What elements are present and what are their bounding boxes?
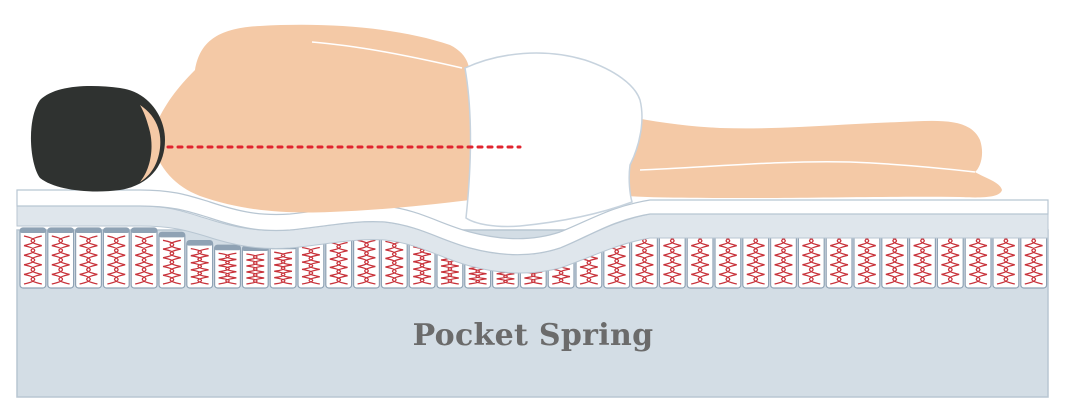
spring-column xyxy=(214,244,242,289)
spring-coil xyxy=(635,235,654,285)
spring-coil xyxy=(663,235,682,285)
spring-cap xyxy=(214,245,241,251)
spring-coil xyxy=(1024,235,1043,285)
spring-coil xyxy=(969,235,988,285)
spring-coil xyxy=(385,240,404,285)
spring-coil xyxy=(79,235,98,285)
spring-coil xyxy=(329,241,348,285)
spring-coil xyxy=(274,251,293,285)
spring-coil xyxy=(413,246,432,285)
spring-cap xyxy=(103,228,130,233)
spring-coil xyxy=(830,235,849,285)
person-torso xyxy=(150,24,470,213)
spring-column xyxy=(825,227,853,289)
person-underwear xyxy=(464,52,643,228)
spring-coil xyxy=(857,235,876,285)
mattress-top-layer xyxy=(16,189,1049,256)
spring-coil xyxy=(746,235,765,285)
shoulder-outline xyxy=(311,41,463,69)
spring-coil xyxy=(23,235,42,285)
spring-pocket xyxy=(269,243,297,289)
spring-cap xyxy=(47,228,74,233)
spring-cap xyxy=(186,240,213,246)
spring-coil xyxy=(135,235,154,285)
spring-coil xyxy=(941,235,960,285)
spring-column xyxy=(241,245,269,289)
sleeping-person xyxy=(30,24,1002,228)
spring-pocket xyxy=(214,244,242,289)
spring-coil xyxy=(691,235,710,285)
spring-coil xyxy=(246,253,265,285)
person-leg xyxy=(600,110,1002,198)
spring-cap xyxy=(131,228,157,233)
person-face xyxy=(140,105,161,182)
spring-coil xyxy=(190,247,209,285)
spring-column xyxy=(269,243,297,289)
spring-column xyxy=(47,227,75,289)
spring-cap xyxy=(159,232,185,238)
spring-coil xyxy=(162,239,181,285)
spring-coil xyxy=(802,235,821,285)
spring-column xyxy=(186,240,214,289)
spring-coil xyxy=(218,252,237,285)
spring-cap xyxy=(75,228,102,233)
spring-coil xyxy=(51,235,70,285)
spring-coil xyxy=(885,235,904,285)
spring-cap xyxy=(20,228,46,233)
spring-coil xyxy=(996,235,1015,285)
spring-column xyxy=(130,227,158,289)
spring-coil xyxy=(357,239,376,285)
leg-outline xyxy=(639,160,976,173)
mattress-type-label: Pocket Spring xyxy=(412,318,654,353)
spring-column xyxy=(158,231,186,289)
person-head xyxy=(30,85,166,192)
spring-coil xyxy=(913,235,932,285)
spring-column xyxy=(19,227,47,289)
spring-coil xyxy=(774,235,793,285)
spring-coil xyxy=(718,235,737,285)
spring-coil xyxy=(301,246,320,285)
spring-coil xyxy=(107,235,126,285)
spring-column xyxy=(102,227,130,289)
spring-column xyxy=(74,227,102,289)
